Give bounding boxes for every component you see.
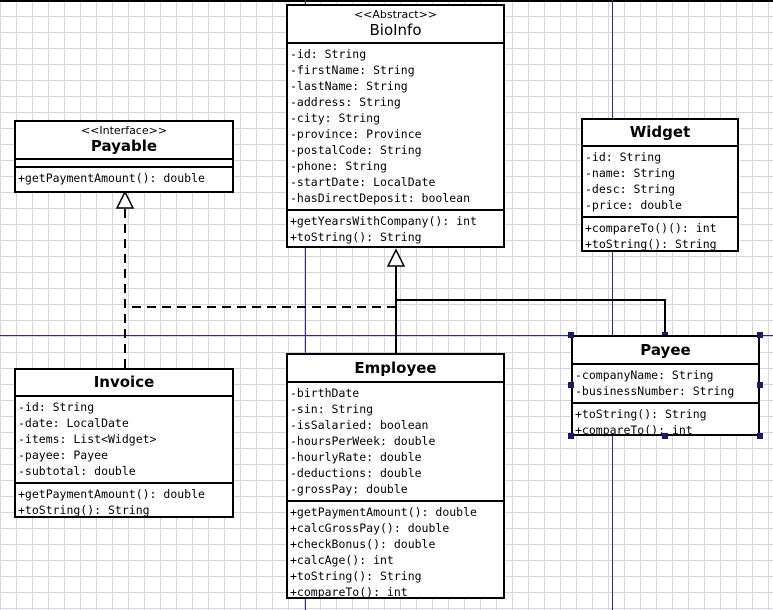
class-invoice-name: Invoice	[93, 373, 155, 391]
attribute: -deductions: double	[290, 466, 422, 480]
attribute: -name: String	[585, 166, 676, 180]
class-bioinfo-name: BioInfo	[369, 21, 422, 39]
class-bioinfo[interactable]: <<Abstract>> BioInfo -id: String -firstN…	[286, 4, 505, 248]
attribute: -address: String	[290, 95, 401, 109]
class-payable-attributes	[16, 160, 232, 168]
class-bioinfo-operations: +getYearsWithCompany(): int +toString():…	[288, 211, 503, 248]
class-widget-attributes: -id: String -name: String -desc: String …	[583, 147, 737, 218]
class-payable-stereotype: <<Interface>>	[80, 124, 168, 137]
attribute: -items: List<Widget>	[18, 432, 157, 446]
class-payee-header: Payee	[573, 337, 758, 365]
attribute: -price: double	[585, 198, 682, 212]
attribute: -birthDate	[290, 386, 360, 400]
selection-handle-middle-right[interactable]	[757, 382, 763, 388]
generalization-line-payee-bioinfo	[396, 299, 666, 335]
selection-handle-bottom-right[interactable]	[757, 433, 763, 439]
attribute: -desc: String	[585, 182, 676, 196]
attribute: -postalCode: String	[290, 143, 422, 157]
attribute: -id: String	[290, 47, 367, 61]
selection-handle-bottom-middle[interactable]	[662, 433, 668, 439]
operation: +calcGrossPay(): double	[290, 521, 450, 535]
attribute: -firstName: String	[290, 63, 415, 77]
class-invoice[interactable]: Invoice -id: String -date: LocalDate -it…	[14, 368, 234, 518]
operation: +getPaymentAmount(): double	[290, 505, 477, 519]
operation: +compareTo(): int	[290, 585, 408, 599]
class-payable[interactable]: <<Interface>> Payable +getPaymentAmount(…	[14, 120, 234, 193]
attribute: -subtotal: double	[18, 464, 136, 478]
attribute: -payee: Payee	[18, 448, 109, 462]
attribute: -city: String	[290, 111, 381, 125]
operation: +getPaymentAmount(): double	[18, 487, 205, 501]
realization-arrowhead-payable	[115, 190, 135, 209]
selection-handle-bottom-left[interactable]	[568, 433, 574, 439]
attribute: -phone: String	[290, 159, 387, 173]
page-break-line-horizontal	[0, 335, 773, 336]
class-payee[interactable]: Payee -companyName: String -businessNumb…	[571, 335, 760, 437]
attribute: -isSalaried: boolean	[290, 418, 429, 432]
operation: +calcAge(): int	[290, 553, 394, 567]
page-break-line-vertical-left	[305, 0, 306, 610]
attribute: -startDate: LocalDate	[290, 175, 436, 189]
selection-handle-top-right[interactable]	[757, 332, 763, 338]
class-invoice-header: Invoice	[16, 370, 232, 397]
selection-handle-middle-left[interactable]	[568, 382, 574, 388]
class-bioinfo-attributes: -id: String -firstName: String -lastName…	[288, 44, 503, 211]
class-payable-header: <<Interface>> Payable	[16, 122, 232, 160]
page-break-line-vertical-right	[612, 0, 613, 610]
class-bioinfo-stereotype: <<Abstract>>	[353, 8, 438, 21]
operation: +toString(): String	[290, 230, 422, 244]
class-widget[interactable]: Widget -id: String -name: String -desc: …	[581, 118, 739, 252]
canvas-top-border	[0, 0, 773, 2]
operation: +compareTo()(): int	[585, 221, 717, 235]
operation: +toString(): String	[585, 237, 717, 251]
class-employee-attributes: -birthDate -sin: String -isSalaried: boo…	[288, 383, 503, 502]
class-widget-operations: +compareTo()(): int +toString(): String	[583, 218, 737, 255]
class-widget-name: Widget	[629, 123, 691, 141]
attribute: -businessNumber: String	[575, 384, 735, 398]
attribute: -id: String	[18, 400, 95, 414]
class-bioinfo-header: <<Abstract>> BioInfo	[288, 6, 503, 44]
operation: +toString(): String	[575, 407, 707, 421]
selection-handle-top-left[interactable]	[568, 332, 574, 338]
attribute: -hasDirectDeposit: boolean	[290, 191, 471, 205]
attribute: -hourlyRate: double	[290, 450, 422, 464]
attribute: -province: Province	[290, 127, 422, 141]
class-employee-name: Employee	[354, 359, 437, 377]
attribute: -sin: String	[290, 402, 374, 416]
class-payee-attributes: -companyName: String -businessNumber: St…	[573, 365, 758, 404]
class-payee-name: Payee	[640, 341, 691, 359]
class-invoice-attributes: -id: String -date: LocalDate -items: Lis…	[16, 397, 232, 484]
operation: +toString(): String	[290, 569, 422, 583]
operation: +getYearsWithCompany(): int	[290, 214, 477, 228]
class-widget-header: Widget	[583, 120, 737, 147]
attribute: -lastName: String	[290, 79, 408, 93]
class-invoice-operations: +getPaymentAmount(): double +toString():…	[16, 484, 232, 521]
operation: +checkBonus(): double	[290, 537, 436, 551]
attribute: -companyName: String	[575, 368, 714, 382]
attribute: -hoursPerWeek: double	[290, 434, 436, 448]
class-employee-header: Employee	[288, 355, 503, 383]
operation: +getPaymentAmount(): double	[18, 171, 205, 185]
attribute: -date: LocalDate	[18, 416, 129, 430]
class-employee-operations: +getPaymentAmount(): double +calcGrossPa…	[288, 502, 503, 603]
class-payable-operations: +getPaymentAmount(): double	[16, 168, 232, 189]
class-payable-name: Payable	[90, 137, 158, 155]
attribute: -grossPay: double	[290, 482, 408, 496]
class-employee[interactable]: Employee -birthDate -sin: String -isSala…	[286, 353, 505, 599]
operation: +toString(): String	[18, 503, 150, 517]
generalization-arrowhead-bioinfo	[386, 248, 406, 267]
attribute: -id: String	[585, 150, 662, 164]
